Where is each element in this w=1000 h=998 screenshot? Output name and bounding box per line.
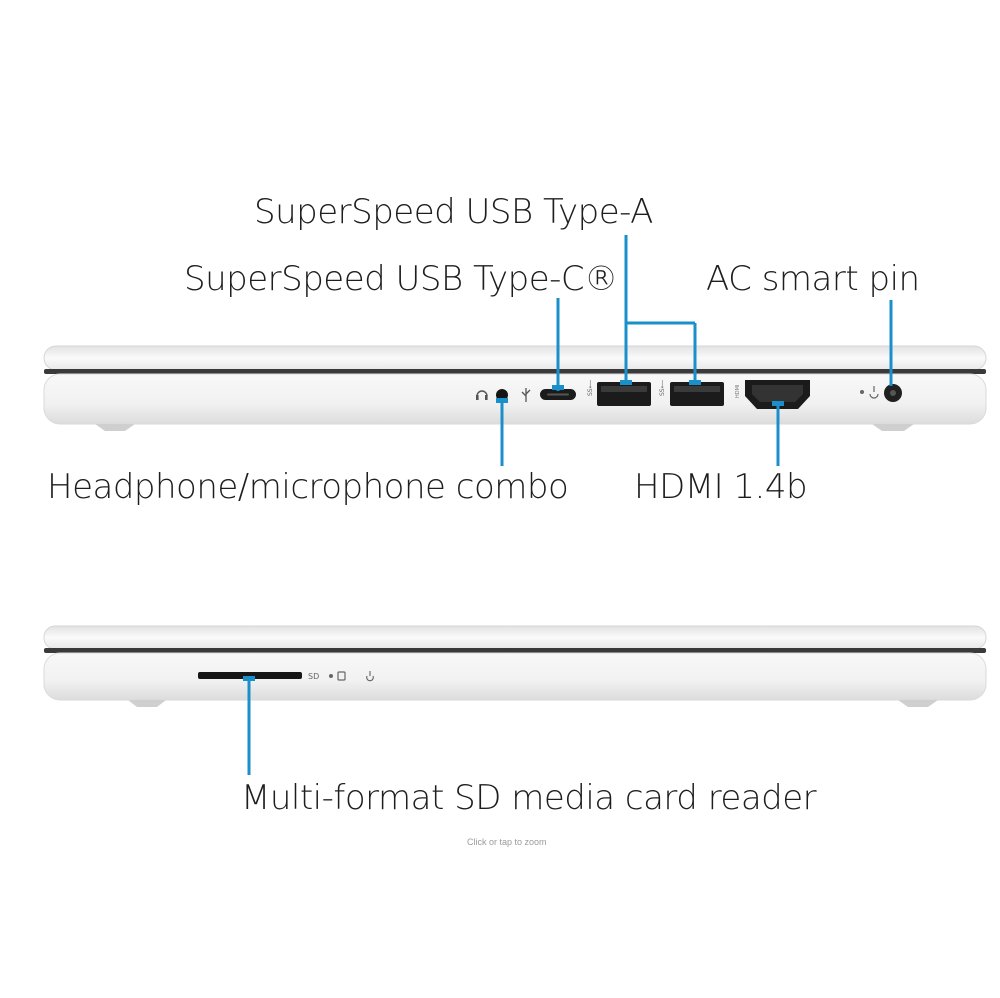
sd-marking: SD xyxy=(308,672,319,681)
callout-anchor xyxy=(552,385,564,390)
rubber-foot xyxy=(872,424,914,431)
usb-c-callout: SuperSpeed USB Type-C® xyxy=(184,259,618,299)
sd-reader-callout: Multi-format SD media card reader xyxy=(241,778,817,818)
rubber-foot xyxy=(128,700,166,707)
status-led xyxy=(860,390,864,394)
power-icon xyxy=(869,386,879,399)
headphone-icon xyxy=(476,390,488,400)
usb-a-port-marking: SS⟵ xyxy=(659,379,666,396)
usb-a-port xyxy=(670,382,724,406)
usb-a-port xyxy=(597,382,651,406)
callout-anchor xyxy=(620,380,632,385)
callout-anchor xyxy=(243,676,255,681)
status-led xyxy=(329,674,333,678)
callout-anchor xyxy=(689,380,701,385)
hdmi-marking: HDMI xyxy=(735,385,741,398)
drive-activity-icon xyxy=(337,671,346,681)
power-icon xyxy=(366,671,374,682)
usb-a-port-marking: SS⟵ xyxy=(587,379,594,396)
zoom-hint[interactable]: Click or tap to zoom xyxy=(467,837,547,847)
rubber-foot xyxy=(95,424,135,431)
usb-a-callout: SuperSpeed USB Type-A xyxy=(254,192,653,232)
headphone-callout: Headphone/microphone combo xyxy=(47,467,569,507)
hdmi-callout: HDMI 1.4b xyxy=(634,467,808,507)
sd-card-slot xyxy=(198,672,302,679)
callout-lines xyxy=(247,235,893,775)
ac-pin-callout: AC smart pin xyxy=(706,259,920,299)
callout-anchor xyxy=(772,401,784,406)
laptop-left-side: SD xyxy=(43,625,987,707)
laptop-right-side: SS⟵ SS⟵ HDMI xyxy=(43,345,987,431)
rubber-foot xyxy=(898,700,938,707)
usb-icon xyxy=(521,388,531,402)
callout-anchor xyxy=(496,398,508,403)
